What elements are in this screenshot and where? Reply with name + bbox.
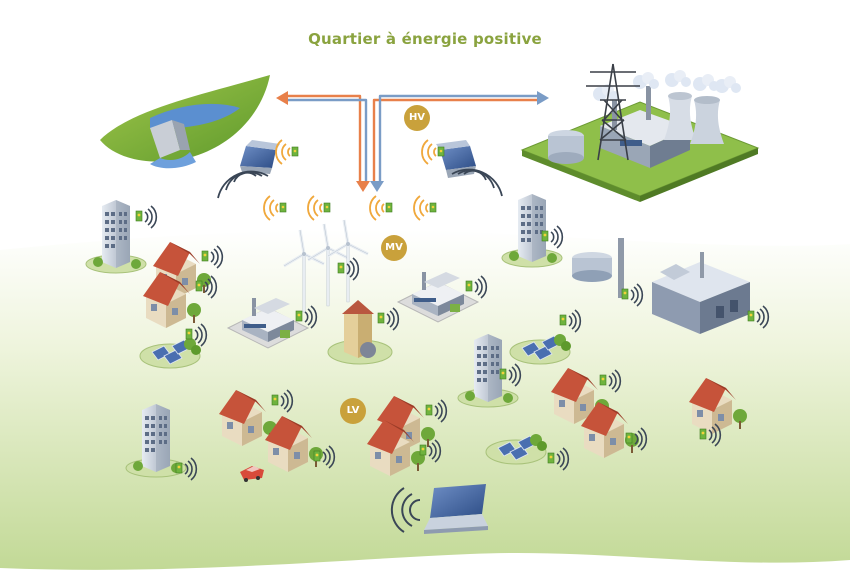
laptop-icon [390,484,488,534]
transmission-waves [263,139,445,221]
ground-area [0,229,850,570]
hydro-dam-icon [100,75,270,169]
pylon-icon [586,63,640,161]
arrow-head-down-left [356,181,370,192]
monitor-right-icon [436,140,503,197]
diagram-title: Quartier à énergie positive [308,30,542,48]
electric-car-icon [240,466,264,482]
arrow-head-left [276,91,288,105]
hv-arrows [284,94,540,185]
monitor-left-icon [217,140,280,199]
industrial-building-icon [652,252,770,334]
lv-badge: LV [340,398,366,424]
arrow-head-right [537,91,549,105]
arrow-head-down-right [370,181,384,192]
power-plant-icon [520,70,760,202]
hv-badge: HV [404,105,430,131]
biogas-plant-icon [572,238,644,307]
mv-badge: MV [381,235,407,261]
mill-building-icon [327,300,400,365]
